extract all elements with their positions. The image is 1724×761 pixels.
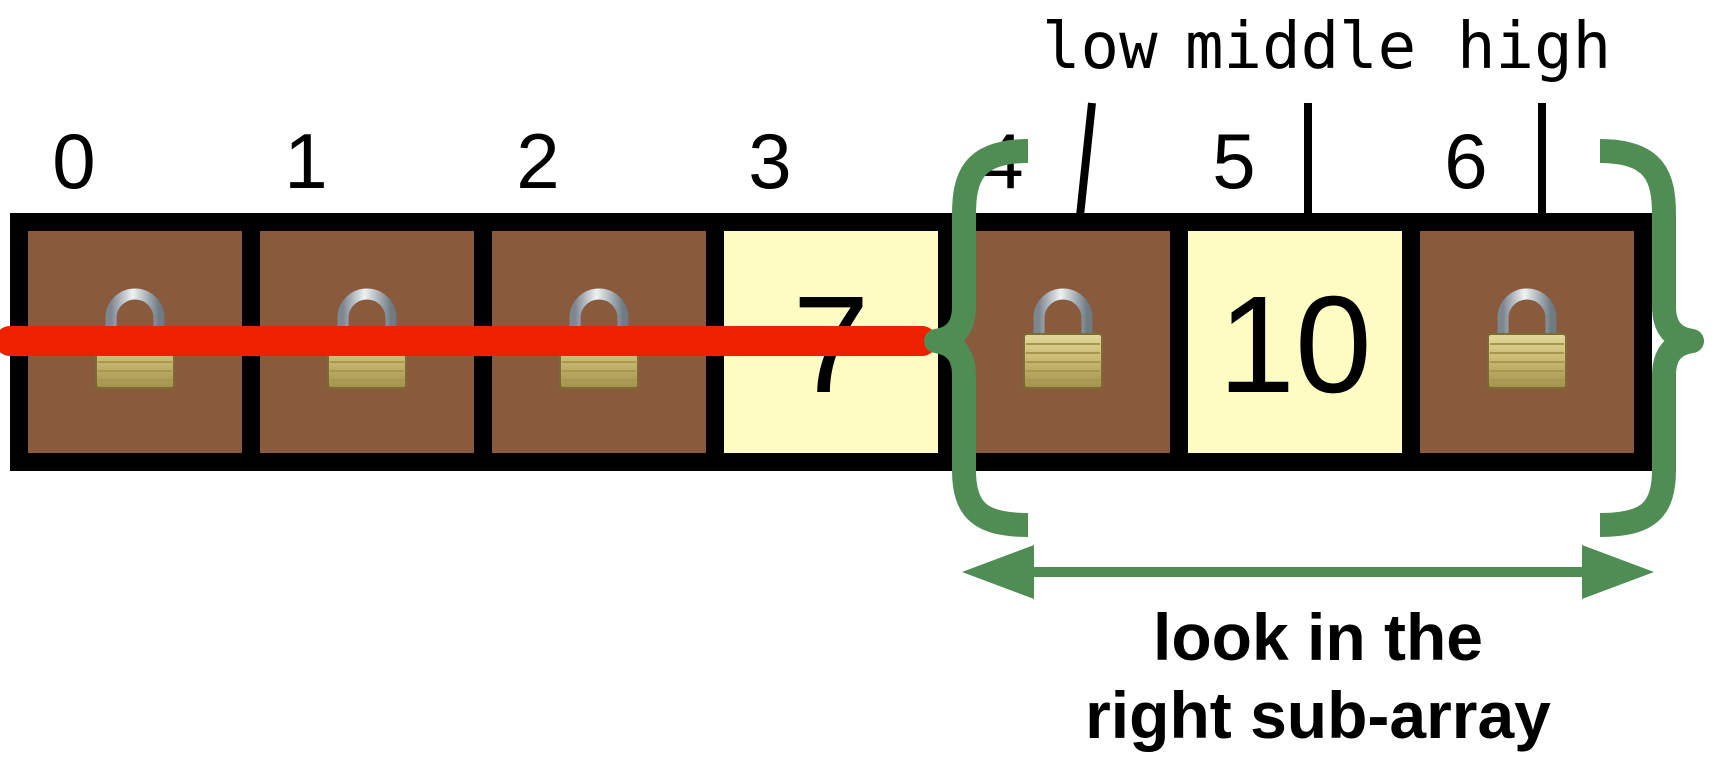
pointer-line-low <box>1076 102 1096 217</box>
array-cell: 37 <box>706 117 956 471</box>
cell-index: 3 <box>748 117 791 205</box>
caption-line-2: right sub-array <box>1085 678 1551 752</box>
range-arrow-left-head <box>962 545 1034 599</box>
padlock-icon <box>1487 288 1567 389</box>
cell-index: 5 <box>1212 117 1255 205</box>
cell-value: 10 <box>1218 268 1372 422</box>
array-cell: 6 <box>1402 117 1652 471</box>
cell-index: 2 <box>516 117 559 205</box>
left-brace <box>924 139 1029 537</box>
caption-line-1: look in the <box>1153 600 1483 674</box>
array-cell: 0 <box>10 117 260 471</box>
range-arrow-right-head <box>1582 545 1654 599</box>
array-cell: 2 <box>474 117 724 471</box>
array-cell: 1 <box>242 117 492 471</box>
cell-index: 6 <box>1444 117 1487 205</box>
cell-index: 1 <box>284 117 327 205</box>
array-cell: 4 <box>938 117 1188 471</box>
right-brace <box>1599 139 1704 537</box>
cell-index: 0 <box>52 117 95 205</box>
pointer-label-high: high <box>1457 10 1611 84</box>
pointer-label-low: low <box>1042 10 1158 84</box>
array-cell: 5 10 <box>1170 117 1420 471</box>
array-cells: 0 1 2 3745 10 6 <box>10 117 1652 471</box>
pointer-label-middle: middle <box>1185 10 1416 84</box>
padlock-icon <box>1023 288 1103 389</box>
